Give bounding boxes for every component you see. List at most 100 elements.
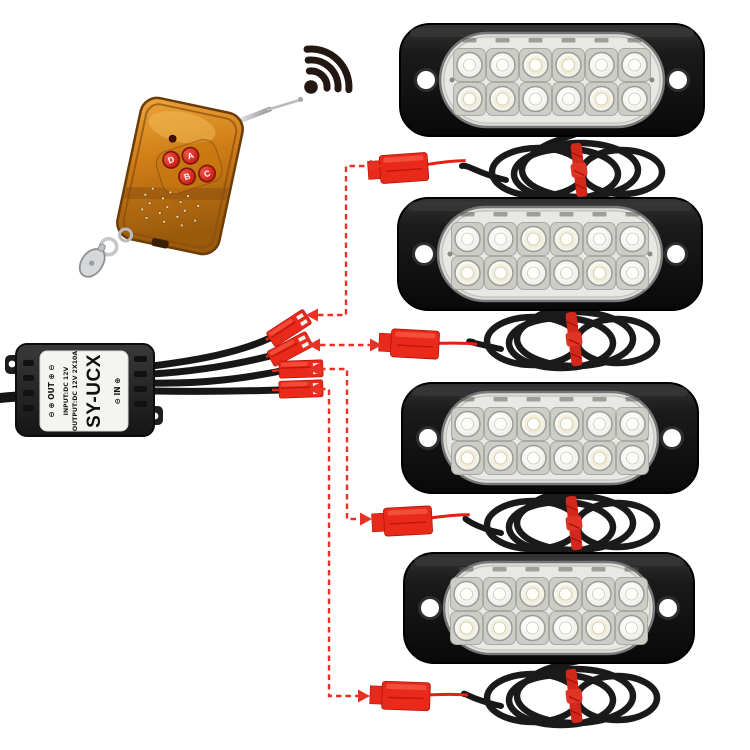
led-dome: [625, 587, 638, 601]
led-dome: [592, 621, 605, 635]
pcb-mark: [625, 397, 640, 402]
controller-ear-top-hole: [8, 360, 16, 368]
led-dome: [595, 92, 608, 106]
speaker-dot: [161, 196, 165, 201]
mounting-hole: [656, 596, 680, 620]
connector-seam: [280, 386, 310, 389]
remote-button-label: C: [203, 168, 212, 179]
pcb-mark: [493, 212, 508, 217]
pcb-mark: [460, 212, 475, 217]
led-dome: [461, 417, 474, 431]
cable-lead-to-connector: [462, 515, 504, 536]
led-dome: [626, 451, 639, 465]
speaker-dot: [143, 192, 148, 197]
pcb-mark: [559, 397, 574, 402]
led-dome: [559, 587, 572, 601]
jst-connector-controller-1: [266, 309, 312, 347]
pcb-mark: [561, 38, 576, 43]
pcb-mark: [462, 38, 477, 43]
connector-body: [378, 152, 430, 184]
cable-tie: [565, 311, 583, 367]
pcb-mark: [594, 38, 609, 43]
speaker-dot: [168, 190, 173, 195]
cable-coil: [505, 314, 617, 372]
mounting-hole: [666, 68, 690, 92]
connector-seam: [271, 342, 298, 358]
connector-highlight: [280, 361, 308, 367]
arrowhead: [308, 382, 320, 396]
jst-connector-controller-2: [266, 331, 314, 367]
connector-pin: [296, 313, 305, 321]
pcb-mark: [627, 38, 642, 43]
jst-connector-light-4: [369, 680, 469, 712]
led-dome: [593, 232, 606, 246]
light-cable-1: [459, 125, 666, 203]
vent-slot: [23, 375, 34, 381]
led-dome: [461, 232, 474, 246]
jst-connector-light-1: [367, 152, 466, 184]
led-dome: [463, 92, 476, 106]
led-dome: [494, 417, 507, 431]
speaker-dot: [186, 194, 190, 198]
led-dome: [496, 58, 509, 72]
cable-tie: [565, 495, 583, 551]
pcb-mark: [459, 567, 474, 572]
connector-seam: [387, 696, 424, 700]
controller-output-wires: [148, 332, 285, 395]
arrowhead: [370, 338, 382, 352]
lens-screw: [447, 251, 453, 257]
mounting-hole: [660, 426, 684, 450]
connector-seam: [386, 167, 423, 172]
remote-button-b: B: [178, 167, 197, 186]
remote-button-d: D: [162, 150, 181, 169]
led-dome: [494, 451, 507, 465]
connector-highlight: [269, 340, 295, 356]
pcb-mark: [460, 397, 475, 402]
speaker-dot: [178, 200, 183, 204]
speaker-dot: [140, 207, 144, 212]
led-dome: [560, 417, 573, 431]
pcb-mark: [591, 567, 606, 572]
connection-arrow-2-led-light-bar-2: [308, 338, 382, 352]
led-dome: [529, 92, 542, 106]
led-dome: [463, 58, 476, 72]
light-cables: [459, 125, 666, 729]
pcb-mark: [558, 567, 573, 572]
connection-arrow-4-led-light-bar-4: [308, 382, 370, 703]
controller-model: SY-UCX: [84, 354, 105, 428]
controller-box: ⊖ ⊕ OUT ⊕ ⊖ INPUT:DC 12V OUTPUT:DC 12V 2…: [0, 332, 285, 437]
connector-pin: [298, 335, 306, 342]
remote-keychain: [78, 227, 134, 278]
arrowhead: [360, 512, 372, 526]
controller-vents: [23, 356, 147, 411]
speaker-dot: [183, 209, 187, 213]
connector-highlight: [387, 508, 428, 516]
pcb-mark: [526, 212, 541, 217]
cable-lead-to-connector: [460, 690, 504, 709]
lens-screw: [649, 77, 655, 83]
cable-tie: [565, 668, 583, 724]
remote-button-label: B: [183, 171, 192, 182]
pcb-mark: [493, 397, 508, 402]
controller-output-wire: [148, 367, 285, 387]
wireless-signal-icon: [303, 45, 353, 94]
controller-input-rating: INPUT:DC 12V: [63, 366, 70, 415]
connector-red-wire: [431, 513, 470, 520]
remote-speaker-grille: [140, 186, 200, 228]
connector-highlight: [383, 155, 424, 163]
remote-button-cap: [181, 146, 200, 165]
led-dome: [493, 621, 506, 635]
controller-output-wire: [148, 386, 285, 395]
light-cable-2: [466, 299, 661, 372]
led-dome: [460, 621, 473, 635]
lens-screw: [647, 251, 653, 257]
led-light-bars: [397, 23, 705, 664]
speaker-dot: [147, 201, 152, 206]
lens-screw: [449, 77, 455, 83]
arrowhead: [308, 362, 320, 376]
speaker-dot: [162, 219, 166, 224]
speaker-dot: [196, 204, 200, 208]
led-dome: [592, 587, 605, 601]
